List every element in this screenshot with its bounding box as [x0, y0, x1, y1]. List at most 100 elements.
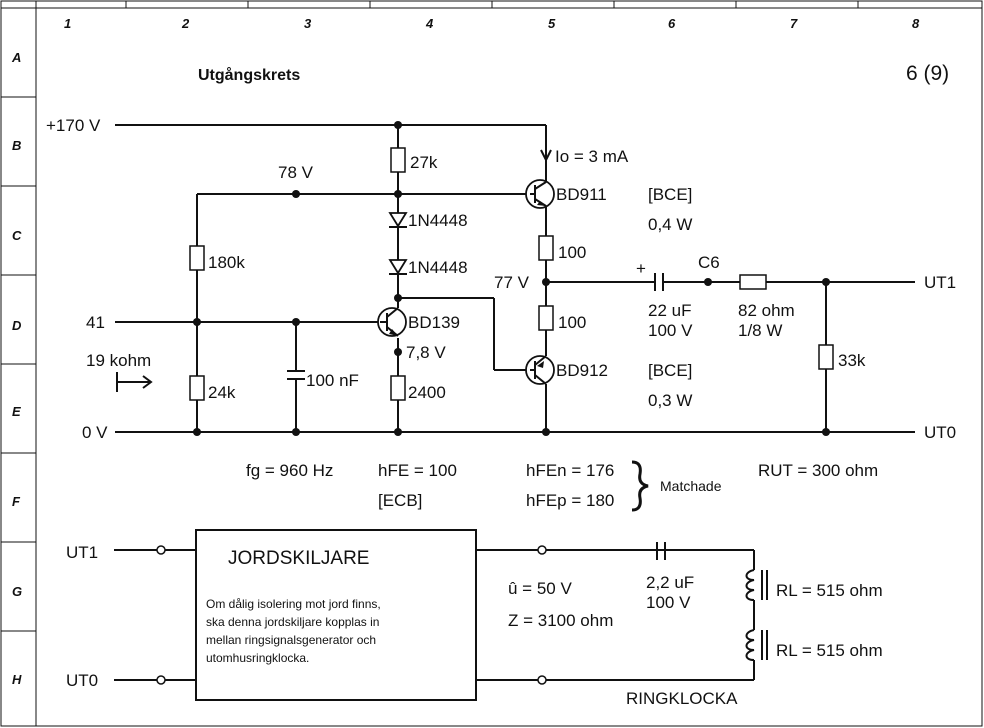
resistor-100-top	[538, 235, 554, 261]
capacitor-2-2uf-label: 2,2 uF	[646, 573, 694, 592]
terminal-bell-lower	[537, 675, 547, 685]
transistor-bd911	[525, 179, 555, 209]
pin-order: [ECB]	[378, 491, 422, 510]
row-label: D	[12, 318, 22, 333]
column-label: 5	[548, 16, 556, 31]
jordskiljare-note-line: utomhusringklocka.	[206, 651, 309, 665]
output-resistance: RUT = 300 ohm	[758, 461, 878, 480]
lower-input-ut1: UT1	[66, 543, 98, 562]
resistor-24k-label: 24k	[208, 383, 236, 402]
current-label: Io = 3 mA	[555, 147, 629, 166]
capacitor-c6	[654, 272, 664, 292]
hfen-value: hFEn = 176	[526, 461, 614, 480]
resistor-180k	[189, 245, 205, 271]
column-labels: 1 2 3 4 5 6 7 8	[64, 16, 920, 31]
column-label: 1	[64, 16, 71, 31]
row-label: F	[12, 494, 21, 509]
bell-label: RINGKLOCKA	[626, 689, 738, 708]
resistor-82-ohm-label: 82 ohm	[738, 301, 795, 320]
diode-1n4448-upper	[388, 212, 408, 228]
hfep-value: hFEp = 180	[526, 491, 614, 510]
bell-impedance: Z = 3100 ohm	[508, 611, 613, 630]
row-labels: A B C D E F G H	[11, 50, 22, 687]
lower-wiring	[114, 549, 755, 681]
column-label: 2	[181, 16, 190, 31]
upper-wiring	[115, 124, 915, 433]
resistor-100-top-label: 100	[558, 243, 586, 262]
capacitor-100nf	[286, 370, 306, 380]
column-label: 7	[790, 16, 798, 31]
resistor-27k	[390, 147, 406, 173]
diode-lower-label: 1N4448	[408, 258, 468, 277]
resistor-180k-label: 180k	[208, 253, 245, 272]
jordskiljare-note-line: Om dålig isolering mot jord finns,	[206, 597, 381, 611]
bell-coil-upper-icon	[745, 569, 768, 601]
resistor-2400	[390, 375, 406, 401]
resistor-100-bottom	[538, 305, 554, 331]
row-label: G	[12, 584, 22, 599]
capacitor-2-2uf-voltage: 100 V	[646, 593, 691, 612]
resistor-27k-label: 27k	[410, 153, 438, 172]
row-label: E	[12, 404, 21, 419]
capacitor-c6-voltage: 100 V	[648, 321, 693, 340]
resistor-33k	[818, 344, 834, 370]
resistor-100-bottom-label: 100	[558, 313, 586, 332]
bell-coil-lower-label: RL = 515 ohm	[776, 641, 883, 660]
input-label: 41	[86, 313, 105, 332]
capacitor-c6-label: C6	[698, 253, 720, 272]
row-label: B	[12, 138, 21, 153]
matched-label: Matchade	[660, 478, 722, 494]
resistor-2400-label: 2400	[408, 383, 446, 402]
resistor-82-ohm-power: 1/8 W	[738, 321, 782, 340]
resistor-33k-label: 33k	[838, 351, 866, 370]
peak-voltage: û = 50 V	[508, 579, 572, 598]
column-label: 8	[912, 16, 920, 31]
row-label: A	[11, 50, 21, 65]
transistor-bd911-pins: [BCE]	[648, 185, 692, 204]
transistor-bd139	[377, 307, 407, 337]
row-label: H	[12, 672, 22, 687]
diode-1n4448-lower	[388, 259, 408, 275]
hfe-value: hFE = 100	[378, 461, 457, 480]
lower-input-ut0: UT0	[66, 671, 98, 690]
bell-coil-upper-label: RL = 515 ohm	[776, 581, 883, 600]
input-impedance-label: 19 kohm	[86, 351, 151, 370]
transistor-bd911-power: 0,4 W	[648, 215, 692, 234]
cutoff-frequency: fg = 960 Hz	[246, 461, 333, 480]
jordskiljare-box	[195, 529, 477, 701]
column-label: 4	[425, 16, 434, 31]
junction-dots	[193, 121, 830, 436]
terminal-ut0	[156, 675, 166, 685]
transistor-bd139-label: BD139	[408, 313, 460, 332]
transistor-bd912-pins: [BCE]	[648, 361, 692, 380]
matched-brace-icon	[631, 460, 649, 512]
page-number: 6 (9)	[906, 62, 949, 85]
node-7-8v-label: 7,8 V	[406, 343, 446, 362]
output-ut0-label: UT0	[924, 423, 956, 442]
input-arrow	[116, 372, 153, 392]
terminal-bell-upper	[537, 545, 547, 555]
bell-coil-lower-icon	[745, 629, 768, 661]
jordskiljare-note-line: ska denna jordskiljare kopplas in	[206, 615, 379, 629]
node-78v-label: 78 V	[278, 163, 314, 182]
capacitor-c6-value: 22 uF	[648, 301, 691, 320]
column-label: 3	[304, 16, 312, 31]
row-label: C	[12, 228, 22, 243]
page-title: Utgångskrets	[198, 66, 300, 84]
supply-rail-label: +170 V	[46, 116, 101, 135]
jordskiljare-note-line: mellan ringsignalsgenerator och	[206, 633, 376, 647]
node-77v-label: 77 V	[494, 273, 530, 292]
terminal-ut1	[156, 545, 166, 555]
resistor-82-ohm	[739, 274, 767, 290]
diode-upper-label: 1N4448	[408, 211, 468, 230]
transistor-bd911-label: BD911	[556, 185, 607, 204]
capacitor-c6-plus: +	[636, 259, 646, 278]
ground-rail-label: 0 V	[82, 423, 108, 442]
transistor-bd912-power: 0,3 W	[648, 391, 692, 410]
column-label: 6	[668, 16, 676, 31]
transistor-bd912	[525, 355, 555, 385]
transistor-bd912-label: BD912	[556, 361, 608, 380]
jordskiljare-title: JORDSKILJARE	[228, 548, 369, 569]
